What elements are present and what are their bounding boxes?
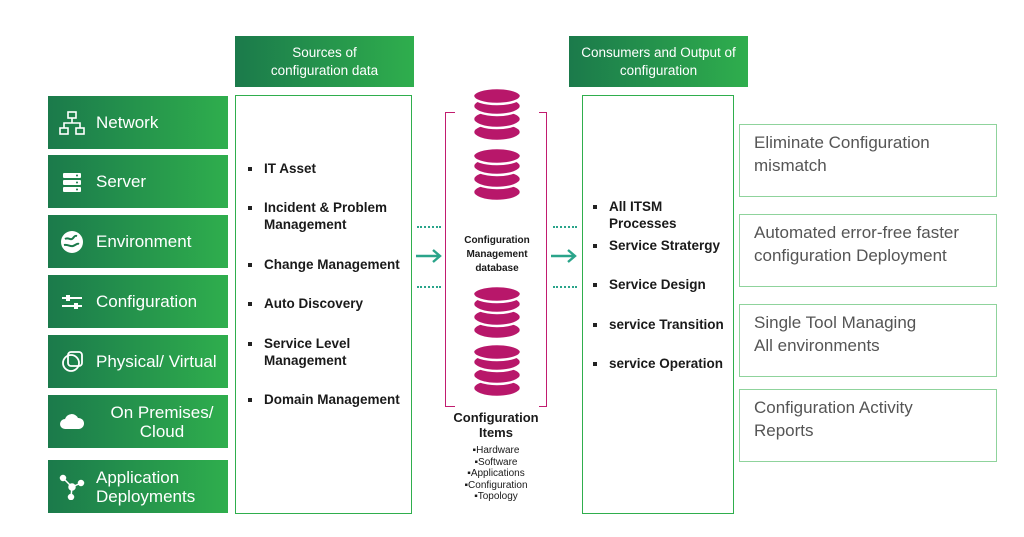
- deployment-icon: [48, 460, 96, 513]
- list-item: IT Asset: [248, 160, 408, 177]
- category-configuration: Configuration: [48, 275, 228, 328]
- consumers-box: All ITSM Processes Service Stratergy Ser…: [582, 95, 734, 514]
- category-label: Application Deployments: [96, 467, 196, 506]
- list-item: ▪Topology: [474, 491, 518, 502]
- list-item: service Transition: [593, 316, 733, 333]
- cloud-icon: [48, 395, 96, 448]
- category-environment: Environment: [48, 215, 228, 268]
- list-item: Domain Management: [248, 391, 408, 408]
- environment-icon: [48, 215, 96, 268]
- list-item: All ITSM Processes: [593, 198, 733, 232]
- network-icon: [48, 96, 96, 149]
- list-item: Service Design: [593, 276, 733, 293]
- arrow-right-icon: [416, 249, 442, 263]
- list-item: Change Management: [248, 256, 408, 273]
- category-label: Network: [96, 113, 159, 132]
- configuration-items-title: Configuration Items: [453, 410, 539, 440]
- database-icon: [471, 86, 523, 144]
- list-item: service Operation: [593, 355, 733, 372]
- outcome-box: Configuration Activity Reports: [739, 389, 997, 462]
- category-label: On Premises/ Cloud: [110, 402, 214, 441]
- cmdb-label: Configuration Management database: [464, 235, 530, 274]
- sources-box: IT Asset Incident & Problem Management C…: [235, 95, 412, 514]
- list-item: ▪Hardware: [472, 445, 520, 456]
- dotted-connector: [553, 286, 577, 288]
- database-icon: [471, 284, 523, 342]
- category-label: Physical/ Virtual: [96, 352, 217, 371]
- configuration-items-list: ▪Hardware ▪Software ▪Applications ▪Confi…: [444, 445, 548, 503]
- category-on-premises-cloud: On Premises/ Cloud: [48, 395, 228, 448]
- arrow-right-icon: [551, 249, 577, 263]
- category-application-deployments: Application Deployments: [48, 460, 228, 513]
- list-item: Incident & Problem Management: [248, 199, 408, 233]
- category-label: Server: [96, 172, 147, 191]
- list-item: Service Stratergy: [593, 237, 733, 254]
- sliders-icon: [48, 275, 96, 328]
- category-label: Configuration: [96, 292, 198, 311]
- sources-header: Sources of configuration data: [235, 36, 414, 87]
- database-icon: [471, 342, 523, 400]
- list-item: ▪Software: [474, 456, 518, 468]
- category-physical-virtual: Physical/ Virtual: [48, 335, 228, 388]
- outcome-box: Single Tool Managing All environments: [739, 304, 997, 377]
- consumers-header: Consumers and Output of configuration: [569, 36, 748, 87]
- list-item: Service Level Management: [248, 335, 408, 369]
- dotted-connector: [417, 286, 441, 288]
- category-network: Network: [48, 96, 228, 149]
- category-label: Environment: [96, 232, 192, 251]
- list-item: ▪Configuration: [464, 479, 528, 491]
- dotted-connector: [553, 226, 577, 228]
- list-item: ▪Applications: [467, 468, 525, 479]
- list-item: Auto Discovery: [248, 295, 408, 312]
- database-icon: [471, 146, 523, 204]
- outcome-box: Eliminate Configuration mismatch: [739, 124, 997, 197]
- dotted-connector: [417, 226, 441, 228]
- outcome-box: Automated error-free faster configuratio…: [739, 214, 997, 287]
- category-server: Server: [48, 155, 228, 208]
- server-icon: [48, 155, 96, 208]
- physical-virtual-icon: [48, 335, 96, 388]
